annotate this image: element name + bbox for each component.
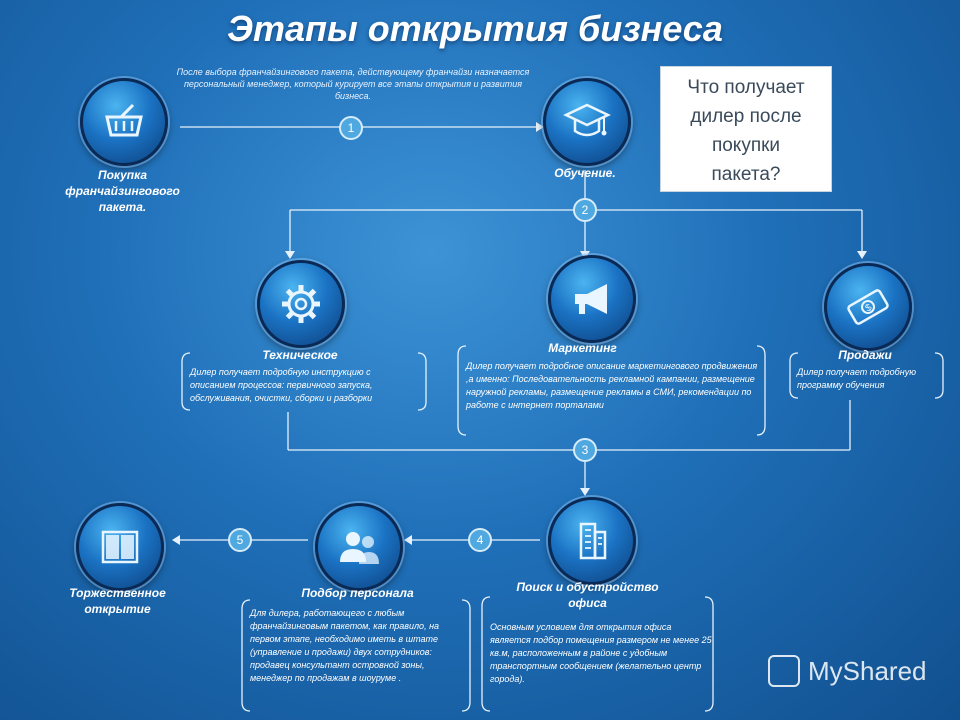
office-node: [548, 497, 636, 585]
office-label: Поиск и обустройство офиса: [516, 580, 659, 610]
purchase-node: [80, 78, 168, 166]
question-line: покупки: [711, 135, 781, 156]
question-line: пакета?: [711, 164, 781, 185]
gear-icon: [282, 285, 320, 323]
staff-label: Подбор персонала: [301, 586, 414, 600]
step-badge: 4: [468, 528, 492, 552]
presentation-icon: [768, 655, 800, 687]
opening-node: [76, 503, 164, 591]
building-icon: [579, 522, 607, 560]
page-title: Этапы открытия бизнеса: [227, 8, 723, 49]
doors-icon: [101, 530, 139, 564]
purchase-label: Покупка франчайзингового пакета.: [65, 168, 180, 214]
technical-node: [257, 260, 345, 348]
staff-desc: Для дилера, работающего с любым франчайз…: [250, 608, 440, 683]
intro-text: После выбора франчайзингового пакета, де…: [176, 67, 530, 101]
watermark-text: MyShared: [808, 655, 927, 686]
step-badge: 2: [573, 198, 597, 222]
training-label: Обучение.: [554, 166, 616, 180]
graduation-cap-icon: [563, 103, 611, 137]
sales-node: $: [824, 263, 912, 351]
watermark: MyShared: [768, 655, 927, 687]
question-line: дилер после: [690, 106, 802, 127]
technical-label: Техническое: [262, 348, 338, 362]
training-node: [543, 78, 631, 166]
basket-icon: [105, 103, 143, 137]
opening-label: Торжественное открытие: [69, 586, 166, 616]
megaphone-icon: [575, 284, 607, 314]
marketing-desc: Дилер получает подробное описание маркет…: [466, 361, 758, 410]
step-badge: 5: [228, 528, 252, 552]
people-icon: [340, 532, 379, 564]
question-line: Что получает: [687, 77, 805, 98]
question-box: Что получает дилер после покупки пакета?: [660, 66, 832, 192]
sales-desc: Дилер получает подробную программу обуче…: [797, 367, 916, 390]
svg-text:$: $: [864, 302, 875, 315]
step-badge: 3: [573, 438, 597, 462]
money-icon: $: [847, 289, 889, 325]
office-desc: Основным условием для открытия офиса явл…: [490, 622, 712, 684]
marketing-label: Маркетинг: [548, 341, 617, 355]
technical-desc: Дилер получает подробную инструкцию с оп…: [190, 367, 373, 403]
marketing-node: [548, 255, 636, 343]
step-badge: 1: [339, 116, 363, 140]
sales-label: Продажи: [838, 348, 892, 362]
staff-node: [315, 503, 403, 591]
